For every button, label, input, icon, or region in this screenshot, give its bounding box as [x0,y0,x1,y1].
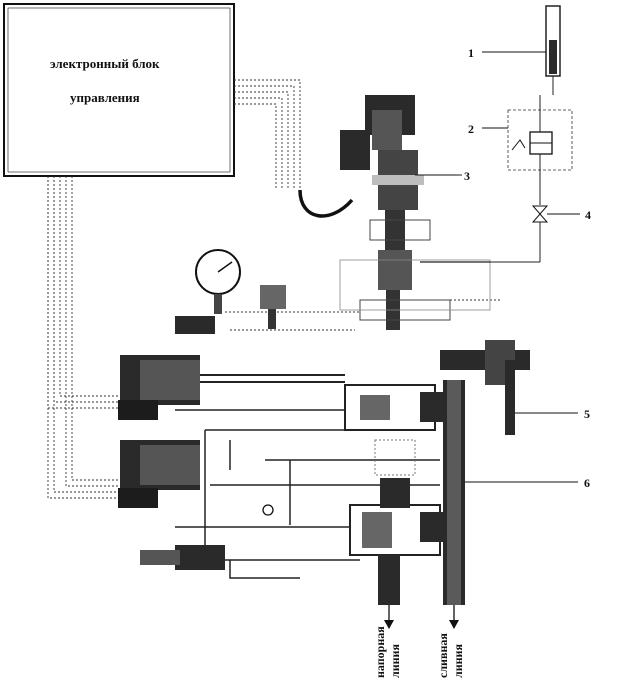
valve-block-lower [349,439,445,556]
cable [298,189,354,218]
callout-4: 4 [547,208,591,222]
callout-1-label: 1 [468,46,474,60]
drain-line-label-1: сливная [436,633,450,678]
right-circuit [490,5,573,263]
solenoid-upper [118,355,200,420]
injector-valve-assembly [339,95,491,330]
callout-5-label: 5 [584,407,590,421]
callout-1: 1 [468,46,546,60]
callout-4-label: 4 [585,208,591,222]
callout-2-label: 2 [468,122,474,136]
callout-3-label: 3 [464,169,470,183]
pressure-gauge [175,249,286,334]
valve-block-upper [344,340,530,431]
wiring-bundles [47,79,500,499]
component-5-bar [505,360,515,435]
callout-5: 5 [515,407,590,421]
callout-3: 3 [418,169,470,183]
electronic-control-unit: электронный блок управления [3,3,235,177]
pressure-line-label-2: линия [388,644,402,678]
pressure-line-label-1: напорная [373,626,387,678]
callout-6-label: 6 [584,476,590,490]
callout-2: 2 [468,122,508,136]
control-unit-label-line2: управления [70,90,140,105]
solenoid-lower [118,440,200,508]
control-unit-label-line1: электронный блок [50,56,160,71]
drain-line-label-2: линия [451,644,465,678]
drain-line-column [443,380,465,629]
pressure-line-column [378,555,400,629]
callout-6: 6 [465,476,590,490]
